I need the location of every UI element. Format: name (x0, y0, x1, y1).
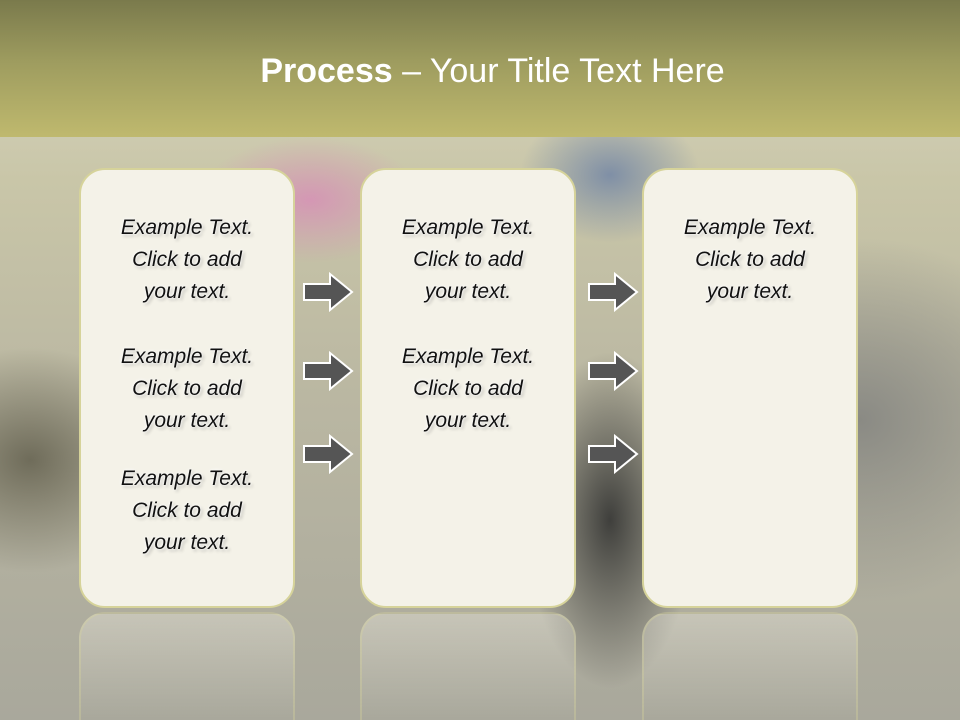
right-arrow-icon (303, 272, 354, 312)
text-line: Example Text. (120, 467, 254, 490)
text-line: your text. (143, 409, 231, 432)
right-arrow-icon (303, 434, 354, 474)
right-arrow-icon (588, 351, 639, 391)
text-line: Example Text. (683, 216, 817, 239)
slide-title[interactable]: Process – Your Title Text Here (0, 52, 960, 91)
text-line: your text. (424, 280, 512, 303)
text-item[interactable]: Example Text. Click to add your text. (81, 212, 293, 308)
process-panel-1[interactable]: Example Text. Click to add your text. Ex… (79, 168, 295, 608)
text-item[interactable]: Example Text. Click to add your text. (644, 212, 856, 308)
title-rest: – Your Title Text Here (392, 52, 725, 90)
panel-reflection (79, 612, 295, 720)
panel-reflection (642, 612, 858, 720)
text-line: Click to add (132, 499, 242, 522)
process-panel-2[interactable]: Example Text. Click to add your text. Ex… (360, 168, 576, 608)
text-line: Example Text. (401, 345, 535, 368)
text-item[interactable]: Example Text. Click to add your text. (362, 212, 574, 308)
text-line: Click to add (132, 377, 242, 400)
text-line: Example Text. (120, 345, 254, 368)
right-arrow-icon (588, 272, 639, 312)
text-item[interactable]: Example Text. Click to add your text. (362, 341, 574, 437)
text-line: Example Text. (120, 216, 254, 239)
right-arrow-icon (588, 434, 639, 474)
text-line: your text. (143, 280, 231, 303)
process-panel-3[interactable]: Example Text. Click to add your text. (642, 168, 858, 608)
text-line: your text. (424, 409, 512, 432)
title-bar (0, 0, 960, 137)
text-line: Example Text. (401, 216, 535, 239)
text-line: Click to add (132, 248, 242, 271)
text-line: Click to add (413, 377, 523, 400)
text-item[interactable]: Example Text. Click to add your text. (81, 463, 293, 559)
text-line: Click to add (413, 248, 523, 271)
text-line: Click to add (695, 248, 805, 271)
title-bold: Process (260, 52, 393, 90)
panel-reflection (360, 612, 576, 720)
text-line: your text. (706, 280, 794, 303)
right-arrow-icon (303, 351, 354, 391)
text-line: your text. (143, 531, 231, 554)
text-item[interactable]: Example Text. Click to add your text. (81, 341, 293, 437)
